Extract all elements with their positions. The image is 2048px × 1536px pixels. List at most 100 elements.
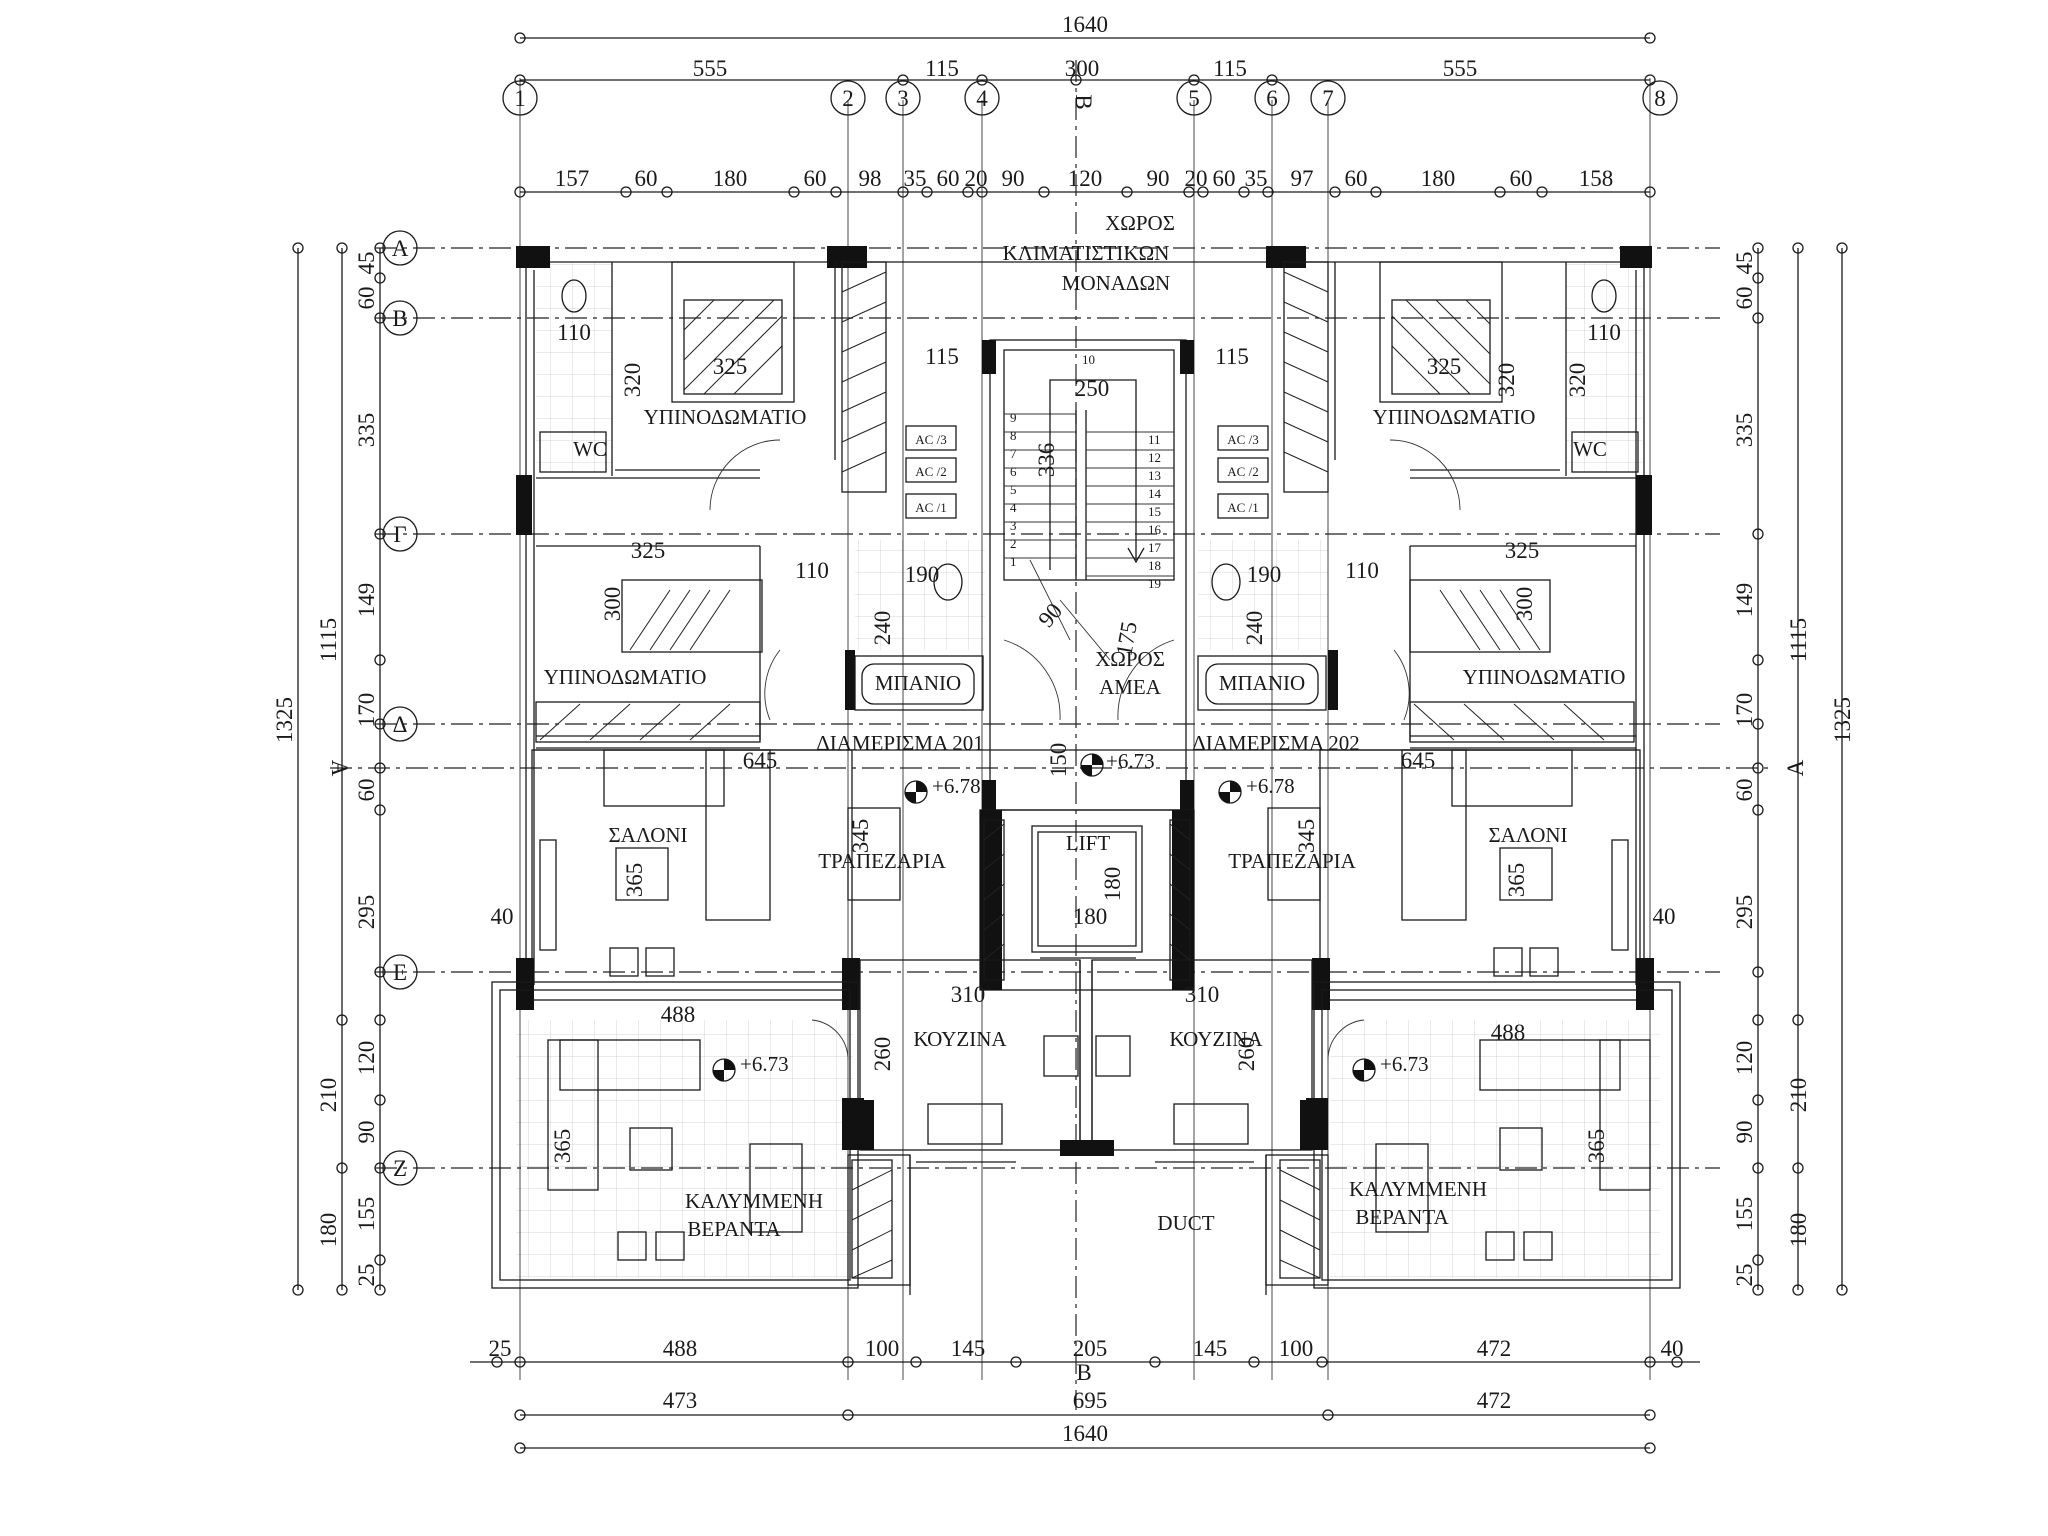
bath-tiles-left (855, 540, 985, 650)
row-bubbles: A B Γ Δ E Z (382, 230, 418, 1186)
dim-detail-17: 180 (1421, 166, 1456, 191)
label-apartment-201: ΔΙΑΜΕΡΙΣΜΑ 201 (816, 731, 984, 755)
label-veranda-left-1: ΚΑΛΥΜΜΕΝΗ (685, 1189, 823, 1213)
column-bubbles: 1 2 3 4 5 6 7 8 B B A A (327, 80, 1808, 1385)
dim-right-seg-4: 149 (1732, 583, 1757, 618)
dim-left-seg-8: 120 (354, 1041, 379, 1076)
label-living-left: ΣΑΛΟΝΙ (608, 823, 687, 847)
stair-step-14: 14 (1148, 486, 1162, 501)
dim-bottom-row2-3: 472 (1477, 1388, 1512, 1413)
dim-left-seg-9: 90 (354, 1121, 379, 1144)
stair-step-4: 4 (1010, 500, 1017, 515)
right-dimension-chains: 1325 1115 210 180 45 60 335 149 170 60 2… (1732, 242, 1855, 1296)
stair-step-8: 8 (1010, 428, 1017, 443)
label-disabled-space-1: ΧΩΡΟΣ (1095, 647, 1165, 671)
grid-row-z: Z (393, 1156, 407, 1181)
section-mark-top: B (1071, 94, 1096, 109)
dim-wc-110-right: 110 (1587, 320, 1621, 345)
section-mark-bottom: B (1076, 1360, 1091, 1385)
dim-detail-4: 60 (804, 166, 827, 191)
ac-left-3: AC /3 (915, 432, 946, 447)
bottom-dimension-chains: 25 488 100 145 205 145 100 472 40 473 69… (470, 1336, 1700, 1454)
dim-115-right: 115 (1215, 344, 1249, 369)
stair-step-16: 16 (1148, 522, 1162, 537)
dim-right-seg-1: 45 (1732, 252, 1757, 275)
stair-step-12: 12 (1148, 450, 1161, 465)
dim-115-left: 115 (925, 344, 959, 369)
dim-detail-8: 20 (965, 166, 988, 191)
level-core: +6.73 (1106, 749, 1155, 773)
stair-step-6: 6 (1010, 464, 1017, 479)
label-bedroom-4: ΥΠΙΝΟΔΩΜΑΤΙΟ (1463, 665, 1626, 689)
dim-detail-5: 98 (859, 166, 882, 191)
dim-bottom-seg-6: 145 (1193, 1336, 1228, 1361)
dim-300-left: 300 (600, 587, 625, 622)
dim-top-seg-1: 555 (693, 56, 728, 81)
dim-300-right: 300 (1512, 587, 1537, 622)
label-living-right: ΣΑΛΟΝΙ (1488, 823, 1567, 847)
dim-left-seg-10: 155 (354, 1197, 379, 1232)
dim-detail-15: 97 (1291, 166, 1314, 191)
level-dining-right: +6.78 (1246, 774, 1295, 798)
dim-250-stair: 250 (1075, 376, 1110, 401)
ac-units: AC /3 AC /2 AC /1 AC /3 AC /2 AC /1 (905, 425, 1269, 519)
dim-bottom-seg-9: 40 (1661, 1336, 1684, 1361)
dim-345-right: 345 (1294, 819, 1319, 854)
label-dining-right: ΤΡΑΠΕΖΑΡΙΑ (1228, 849, 1356, 873)
dim-right-seg-9: 90 (1732, 1121, 1757, 1144)
dim-right-combined: 210 (1786, 1078, 1811, 1113)
label-veranda-left-2: ΒΕΡΑΝΤΑ (687, 1217, 781, 1241)
dim-left-seg-5: 170 (354, 693, 379, 728)
dim-365-living-left: 365 (622, 863, 647, 898)
dim-right-seg-7: 295 (1732, 895, 1757, 930)
level-veranda-right: +6.73 (1380, 1052, 1429, 1076)
label-apartment-202: ΔΙΑΜΕΡΙΣΜΑ 202 (1192, 731, 1360, 755)
left-dimension-chains: 1325 1115 210 180 45 60 335 149 170 60 2… (272, 242, 386, 1296)
dim-left-bottom: 180 (316, 1213, 341, 1248)
dim-left-sub: 1115 (316, 618, 341, 662)
dim-left-combined: 210 (316, 1078, 341, 1113)
label-disabled-space-2: ΑΜΕΑ (1099, 675, 1162, 699)
dim-345-left: 345 (848, 819, 873, 854)
dim-left-seg-6: 60 (354, 779, 379, 802)
dim-260-left: 260 (870, 1037, 895, 1072)
building-walls (491, 246, 1681, 1295)
wc-tiles-right (1566, 262, 1642, 472)
dim-left-seg-1: 45 (354, 252, 379, 275)
label-kitchen-right: ΚΟΥΖΙΝΑ (1169, 1027, 1263, 1051)
grid-col-3: 3 (897, 86, 909, 111)
level-dining-left: +6.78 (932, 774, 981, 798)
dim-right-seg-6: 60 (1732, 779, 1757, 802)
dim-detail-19: 158 (1579, 166, 1614, 191)
dim-90-core: 90 (1033, 598, 1067, 632)
section-mark-left: A (327, 760, 352, 777)
dim-bottom-seg-4: 145 (951, 1336, 986, 1361)
dim-240-right: 240 (1242, 611, 1267, 646)
dim-325-bed-4: 325 (1505, 538, 1540, 563)
dim-detail-13: 60 (1213, 166, 1236, 191)
label-bedroom-2: ΥΠΙΝΟΔΩΜΑΤΙΟ (1373, 405, 1536, 429)
label-ac-space-2: ΚΛΙΜΑΤΙΣΤΙΚΩΝ (1003, 241, 1170, 265)
grid-row-b: B (392, 306, 407, 331)
label-bedroom-1: ΥΠΙΝΟΔΩΜΑΤΙΟ (644, 405, 807, 429)
dim-320-b: 320 (1494, 363, 1519, 398)
dim-240-left: 240 (870, 611, 895, 646)
label-bath-left: ΜΠΑΝΙΟ (875, 671, 961, 695)
dim-bottom-row2-2: 695 (1073, 1388, 1108, 1413)
dim-365-veranda-right: 365 (1584, 1129, 1609, 1164)
dim-bottom-seg-2: 488 (663, 1336, 698, 1361)
dim-left-seg-7: 295 (354, 895, 379, 930)
dim-right-seg-3: 335 (1732, 413, 1757, 448)
wardrobes-hatching (535, 261, 1635, 1279)
dim-detail-6: 35 (904, 166, 927, 191)
section-mark-right: A (1783, 759, 1808, 776)
top-dimension-chains: 1640 555 115 300 115 555 157 60 180 60 9… (514, 12, 1656, 198)
stair-step-15: 15 (1148, 504, 1161, 519)
dim-detail-2: 60 (635, 166, 658, 191)
dim-right-seg-2: 60 (1732, 287, 1757, 310)
label-dining-left: ΤΡΑΠΕΖΑΡΙΑ (818, 849, 946, 873)
dim-detail-11: 90 (1147, 166, 1170, 191)
dim-right-seg-11: 25 (1732, 1264, 1757, 1287)
label-wc-right: WC (1573, 437, 1607, 461)
